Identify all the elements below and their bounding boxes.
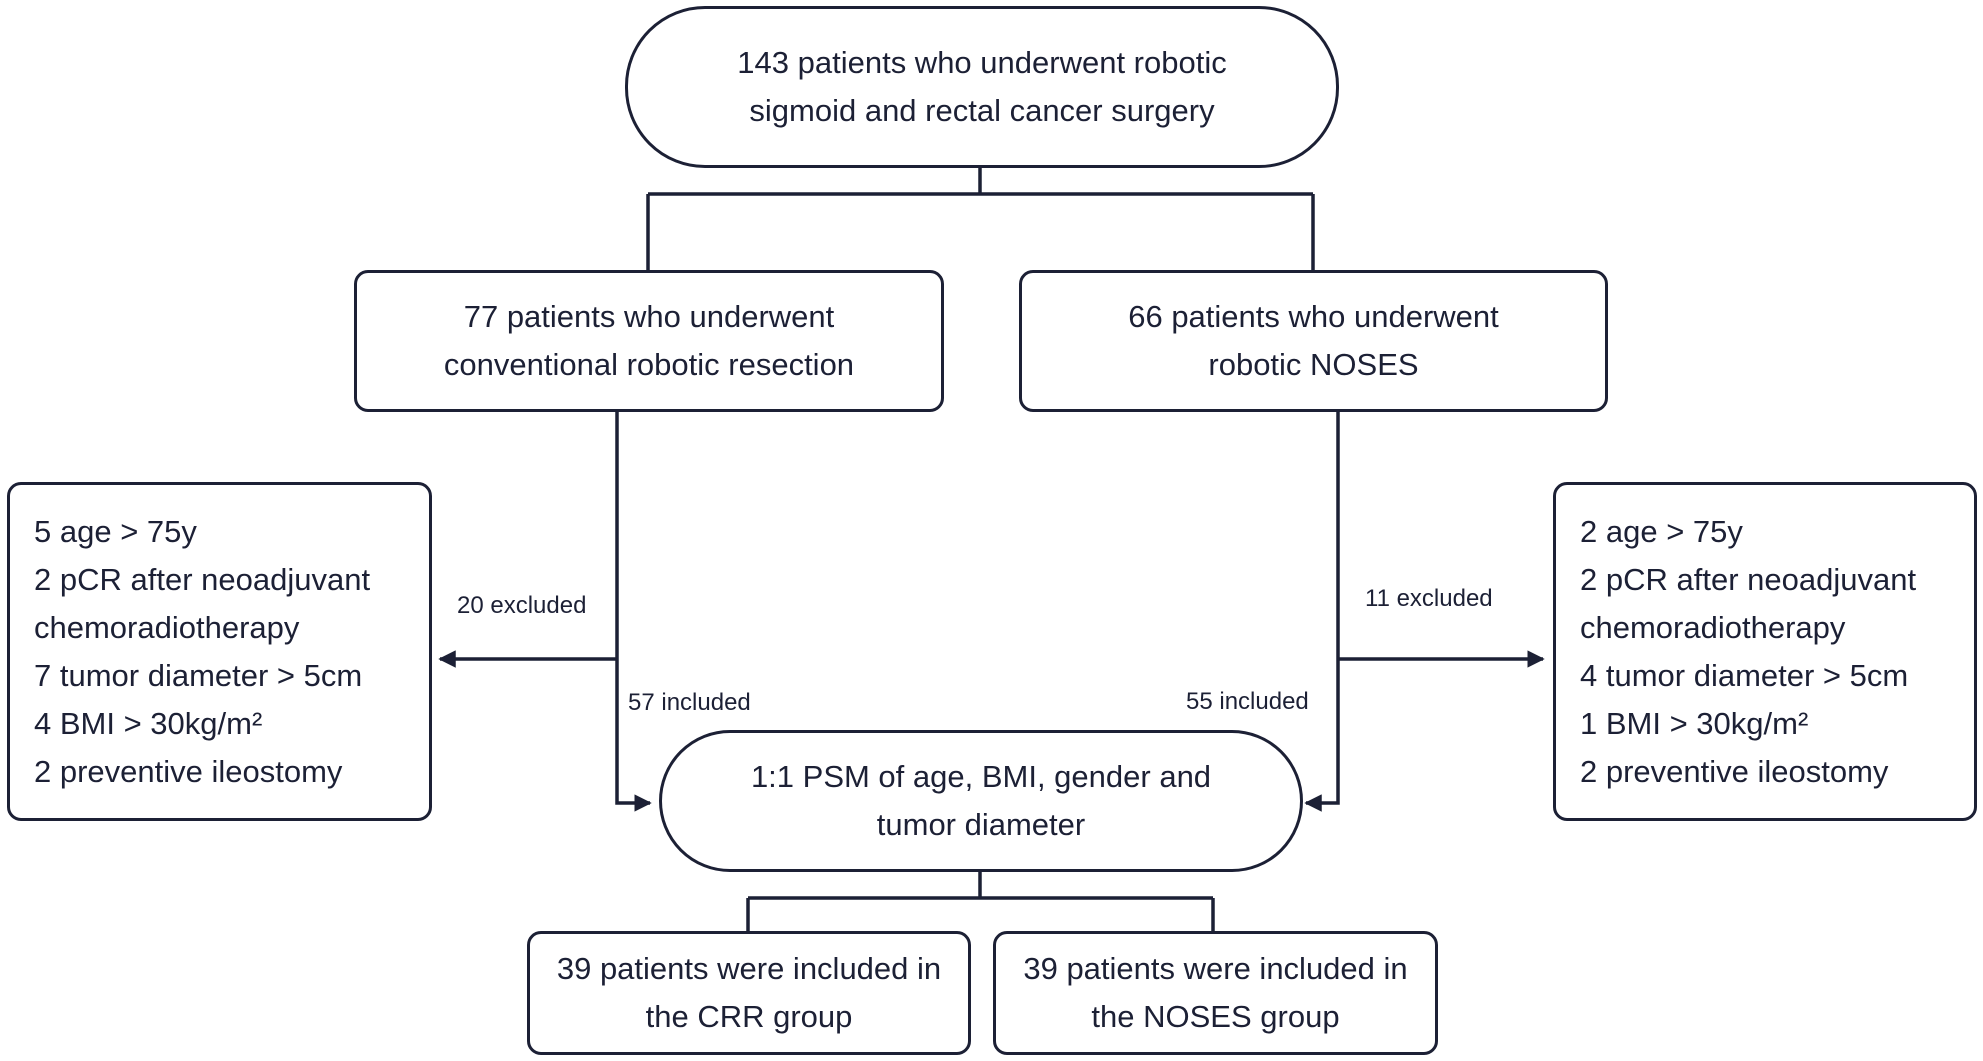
noses-excluded-label: 11 excluded (1365, 585, 1493, 612)
noses-exclusions-node: 2 age > 75y 2 pCR after neoadjuvant chem… (1553, 482, 1977, 821)
crr-exclusion-tumor: 7 tumor diameter > 5cm (34, 657, 363, 693)
crr-group-line-2: the CRR group (645, 999, 853, 1034)
crr-exclusion-bmi: 4 BMI > 30kg/m² (34, 705, 263, 741)
noses-group-line-1: 39 patients were included in (1023, 951, 1408, 986)
psm-line-2: tumor diameter (876, 807, 1086, 842)
crr-exclusion-ileostomy: 2 preventive ileostomy (34, 753, 343, 789)
crr-included-label: 57 included (628, 689, 751, 716)
noses-exclusion-ileostomy: 2 preventive ileostomy (1580, 753, 1889, 789)
start-line-1: 143 patients who underwent robotic (737, 45, 1227, 80)
psm-line-1: 1:1 PSM of age, BMI, gender and (750, 759, 1212, 794)
noses-exclusion-bmi: 1 BMI > 30kg/m² (1580, 705, 1809, 741)
crr-arm-line-1: 77 patients who underwent (463, 299, 835, 334)
crr-exclusion-pcr: 2 pCR after neoadjuvant (34, 561, 371, 597)
crr-exclusion-age: 5 age > 75y (34, 513, 197, 549)
crr-excluded-label: 20 excluded (457, 592, 587, 619)
crr-exclusions-node: 5 age > 75y 2 pCR after neoadjuvant chem… (7, 482, 432, 821)
noses-exclusion-tumor: 4 tumor diameter > 5cm (1580, 657, 1909, 693)
crr-arm-line-2: conventional robotic resection (443, 347, 855, 382)
crr-exclusion-pcr-cont: chemoradiotherapy (34, 609, 300, 645)
crr-arm-node: 77 patients who underwent conventional r… (354, 270, 944, 412)
start-node: 143 patients who underwent robotic sigmo… (625, 6, 1339, 168)
noses-group-line-2: the NOSES group (1091, 999, 1340, 1034)
noses-included-label: 55 included (1186, 688, 1309, 715)
split-connector (646, 168, 1315, 270)
crr-group-node: 39 patients were included in the CRR gro… (527, 931, 971, 1055)
noses-arm-line-2: robotic NOSES (1208, 347, 1419, 382)
noses-arm-line-1: 66 patients who underwent (1128, 299, 1499, 334)
noses-exclusion-pcr: 2 pCR after neoadjuvant (1580, 561, 1917, 597)
final-split-connector (746, 872, 1215, 931)
noses-exclusion-pcr-cont: chemoradiotherapy (1580, 609, 1846, 645)
noses-group-node: 39 patients were included in the NOSES g… (993, 931, 1438, 1055)
noses-arm-node: 66 patients who underwent robotic NOSES (1019, 270, 1608, 412)
crr-group-line-1: 39 patients were included in (556, 951, 942, 986)
start-line-2: sigmoid and rectal cancer surgery (749, 93, 1215, 128)
noses-vertical-line (1304, 411, 1340, 812)
crr-vertical-line (615, 411, 652, 812)
noses-exclusion-age: 2 age > 75y (1580, 513, 1743, 549)
psm-node: 1:1 PSM of age, BMI, gender and tumor di… (659, 730, 1303, 872)
